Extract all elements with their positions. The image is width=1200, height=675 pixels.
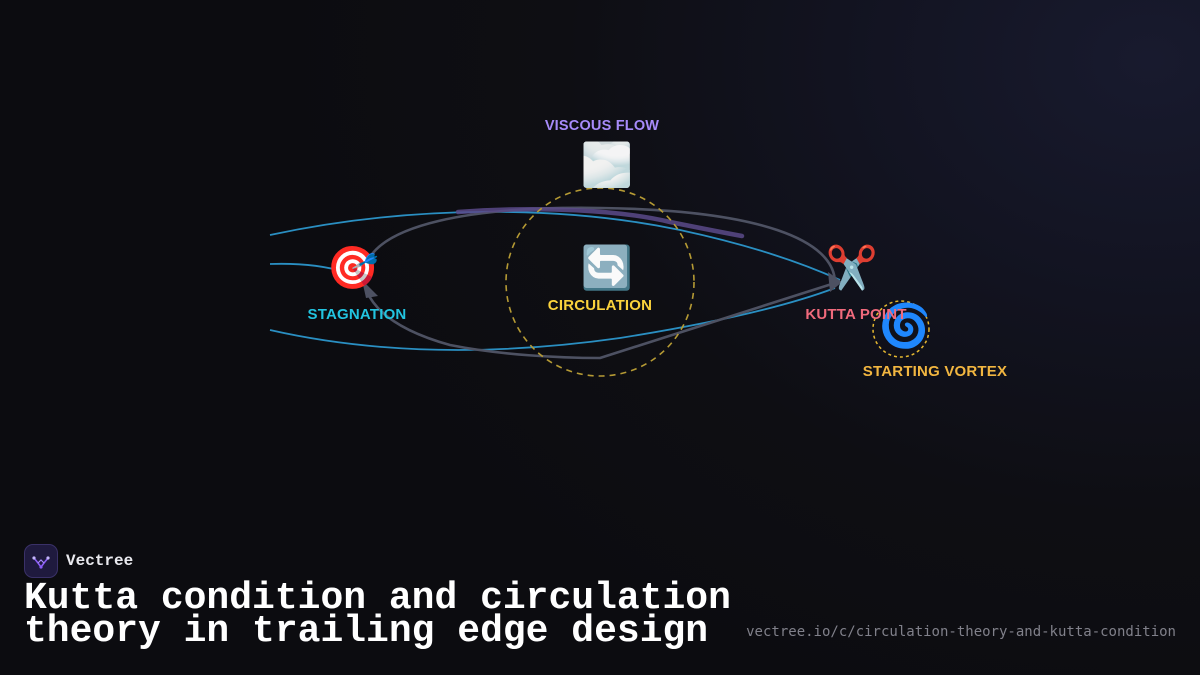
stagnation-arrow xyxy=(362,280,378,298)
upper-streamline xyxy=(269,210,841,281)
starting-vortex-ring xyxy=(872,300,930,358)
cycle-arrows-icon: 🔄 xyxy=(580,243,634,292)
starting-vortex-label: STARTING VORTEX xyxy=(862,363,1008,380)
brand: Vectree xyxy=(24,544,133,578)
source-url: vectree.io/c/circulation-theory-and-kutt… xyxy=(746,624,1176,640)
boundary-layer-band xyxy=(455,207,745,239)
stagnation-label: STAGNATION xyxy=(307,306,407,323)
page-title: Kutta condition and circulation theory i… xyxy=(24,577,731,653)
kutta-point-label: KUTTA POINT xyxy=(805,306,907,323)
airfoil-outline xyxy=(362,206,837,360)
stagnation-streamline xyxy=(269,262,346,273)
vectree-logo-icon xyxy=(24,544,58,578)
circulation-label: CIRCULATION xyxy=(547,297,653,314)
target-icon: 🎯 xyxy=(326,243,380,292)
fog-icon: 🌫️ xyxy=(580,140,634,189)
circulation-ring xyxy=(505,187,695,377)
cyclone-icon: 🌀 xyxy=(878,301,932,350)
viscous-flow-label: VISCOUS FLOW xyxy=(544,118,660,134)
brand-name: Vectree xyxy=(66,552,134,570)
scissors-icon: ✂️ xyxy=(825,243,879,292)
lower-streamline xyxy=(269,287,836,351)
trailing-edge-marker xyxy=(828,272,842,292)
